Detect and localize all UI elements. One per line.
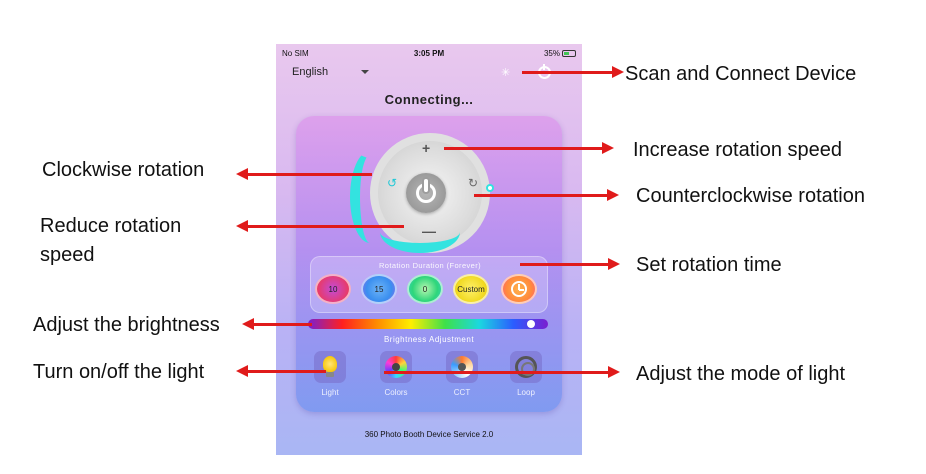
duration-button-custom[interactable]: Custom — [453, 274, 489, 304]
rotation-dial: + — ↺ ↻ — [350, 133, 500, 253]
annotation-set-time: Set rotation time — [636, 254, 782, 276]
speed-arc-bottom — [380, 211, 460, 253]
cct-icon — [446, 351, 478, 383]
annotation-clockwise: Clockwise rotation — [42, 159, 205, 181]
annotation-turn-on-off: Turn on/off the light — [33, 361, 205, 383]
mode-light-button[interactable]: Light — [308, 351, 352, 401]
mode-loop-button[interactable]: Loop — [504, 351, 548, 401]
arrow-brightness — [242, 318, 312, 330]
status-bar: No SIM 3:05 PM 35% — [276, 44, 582, 62]
connection-status: Connecting... — [384, 92, 474, 107]
arrow-adjust-mode — [384, 366, 620, 378]
brightness-slider-thumb[interactable] — [527, 320, 535, 328]
battery-percent: 35% — [543, 49, 560, 58]
phone-screen: No SIM 3:05 PM 35% English ✳ Connecting.… — [276, 44, 582, 455]
counterclockwise-icon[interactable]: ↻ — [468, 176, 479, 190]
annotation-counterclockwise: Counterclockwise rotation — [636, 185, 865, 207]
arrow-reduce-speed — [236, 220, 404, 232]
status-time: 3:05 PM — [413, 49, 445, 58]
duration-button-10[interactable]: 10 — [315, 274, 351, 304]
increase-speed-button[interactable]: + — [422, 140, 431, 156]
mode-colors-button[interactable]: Colors — [374, 351, 418, 401]
arrow-counterclockwise — [474, 189, 619, 201]
carrier-label: No SIM — [282, 49, 309, 58]
arrow-increase-speed — [444, 142, 614, 154]
speed-arc — [350, 151, 390, 243]
brightness-label: Brightness Adjustment — [383, 335, 475, 344]
annotation-reduce-speed: Reduce rotation — [40, 215, 182, 237]
arrow-turn-on-off — [236, 365, 326, 377]
mode-label: CCT — [453, 388, 471, 397]
decrease-speed-button[interactable]: — — [422, 223, 436, 239]
clockwise-icon[interactable]: ↺ — [387, 176, 398, 190]
bulb-icon — [314, 351, 346, 383]
rotation-duration-title: Rotation Duration (Forever) — [378, 261, 482, 270]
timer-button[interactable] — [501, 274, 537, 304]
mode-label: Loop — [517, 388, 535, 397]
arrow-clockwise — [236, 168, 372, 180]
clock-icon — [511, 281, 527, 297]
loop-icon — [510, 351, 542, 383]
mode-label: Light — [321, 388, 339, 397]
duration-button-0[interactable]: 0 — [407, 274, 443, 304]
annotation-increase-speed: Increase rotation speed — [633, 139, 843, 161]
control-panel: + — ↺ ↻ Rotation Duration (Forever) 10 1… — [296, 116, 562, 412]
chevron-down-icon[interactable] — [361, 70, 369, 74]
annotation-reduce-speed-2: speed — [40, 244, 95, 266]
annotation-adjust-mode: Adjust the mode of light — [636, 363, 846, 385]
color-wheel-icon — [380, 351, 412, 383]
duration-button-15[interactable]: 15 — [361, 274, 397, 304]
battery-icon — [562, 50, 576, 57]
mode-cct-button[interactable]: CCT — [440, 351, 484, 401]
arrow-set-time — [520, 258, 620, 270]
footer-text: 360 Photo Booth Device Service 2.0 — [364, 430, 494, 439]
annotation-scan-connect: Scan and Connect Device — [625, 63, 857, 85]
arrow-scan-connect — [522, 66, 624, 78]
speed-indicator-dot[interactable] — [486, 184, 494, 192]
bluetooth-icon[interactable]: ✳ — [501, 67, 511, 79]
brightness-slider[interactable] — [308, 319, 548, 329]
annotation-brightness: Adjust the brightness — [33, 314, 220, 336]
language-select[interactable]: English — [292, 66, 329, 78]
rotation-duration-box: Rotation Duration (Forever) 10 15 0 Cust… — [310, 256, 548, 313]
dial-power-button[interactable] — [406, 173, 446, 213]
mode-label: Colors — [384, 388, 408, 397]
